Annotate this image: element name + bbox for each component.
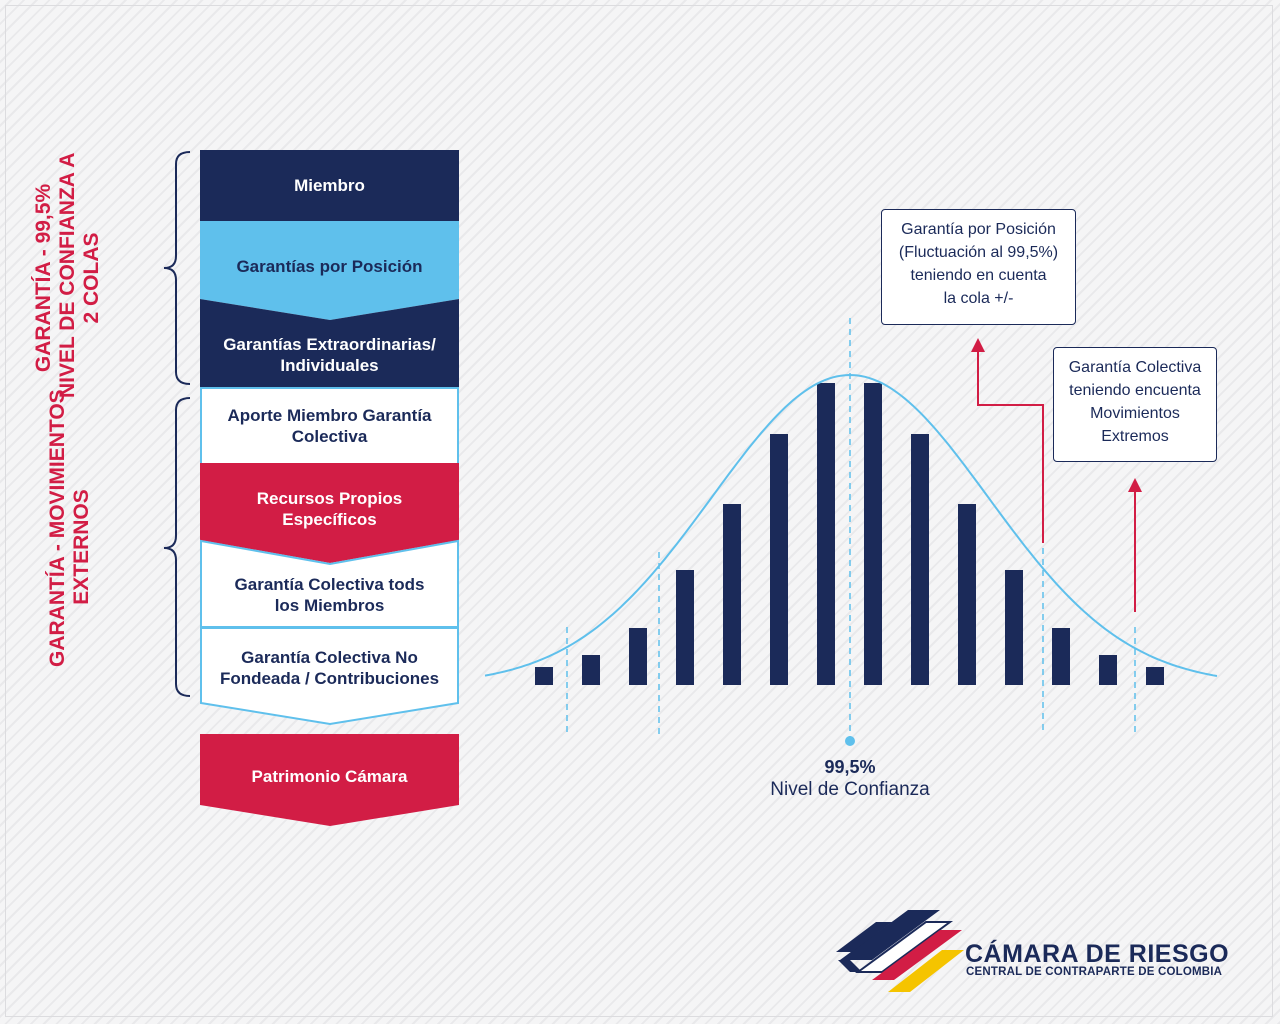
top-brace [163, 151, 191, 385]
confidence-dot [845, 736, 855, 746]
block-no-fondeada: Garantía Colectiva No Fondeada / Contrib… [200, 643, 459, 693]
arrow-posicion-head [971, 338, 985, 352]
block-patrimonio-bg [200, 734, 459, 826]
block-nofondeada-line2: Fondeada / Contribuciones [219, 669, 440, 688]
distribution-bar [676, 570, 694, 685]
block-garantias-posicion: Garantías por Posición [200, 240, 459, 292]
block-recursos-propios: Recursos Propios Específicos [200, 484, 459, 534]
arrow-posicion-line [977, 350, 1044, 543]
camara-logo-mark [836, 910, 964, 992]
callout-posicion-line2: (Fluctuación al 99,5%) [898, 244, 1059, 261]
callout-posicion-line4: la cola +/- [943, 290, 1014, 307]
logo-subtitle: CENTRAL DE CONTRAPARTE DE COLOMBIA [966, 966, 1223, 978]
distribution-bar [535, 667, 553, 685]
distribution-bar [770, 434, 788, 685]
distribution-bars [535, 383, 1164, 685]
block-patrimonio: Patrimonio Cámara [200, 750, 459, 802]
block-garantias-extraordinarias: Garantías Extraordinarias/ Individuales [200, 330, 459, 380]
arrow-colectiva-head [1128, 478, 1142, 492]
distribution-bar [582, 655, 600, 685]
block-nofondeada-line1: Garantía Colectiva No [241, 648, 418, 667]
callout-posicion-line1: Garantía por Posición [901, 221, 1056, 238]
block-todos-line1: Garantía Colectiva tods [234, 575, 425, 594]
block-posicion-bg [200, 221, 459, 320]
block-recursos-line1: Recursos Propios [256, 489, 403, 508]
callout-colectiva-line3: Movimientos [1090, 405, 1180, 422]
callout-colectiva-line4: Extremos [1101, 428, 1169, 445]
block-extra-bg [200, 299, 459, 387]
distribution-bar [1099, 655, 1117, 685]
distribution-bar [864, 383, 882, 685]
diagram-frame [5, 5, 1273, 1017]
logo-name: CÁMARA DE RIESGO [965, 940, 1230, 968]
block-miembro: Miembro [200, 150, 459, 221]
block-aporte-line1: Aporte Miembro Garantía [227, 406, 432, 425]
block-recursos-line2: Específicos [282, 510, 377, 529]
block-todos-bg [200, 539, 459, 628]
block-aporte-miembro: Aporte Miembro Garantía Colectiva [200, 400, 459, 452]
block-extra-line1: Garantías Extraordinarias/ [223, 335, 436, 354]
callout-garantia-colectiva: Garantía Colectiva teniendo encuenta Mov… [1053, 347, 1217, 462]
block-recursos-bg [200, 463, 459, 563]
block-todos-line2: los Miembros [274, 596, 385, 615]
block-miembro-label: Miembro [294, 176, 365, 195]
block-patrimonio-label: Patrimonio Cámara [251, 766, 408, 786]
callout-colectiva-line2: teniendo encuenta [1069, 382, 1201, 399]
block-colectiva-todos: Garantía Colectiva tods los Miembros [200, 570, 459, 620]
block-nofondeada-bg [200, 627, 459, 726]
bottom-brace [163, 397, 191, 697]
block-posicion-label: Garantías por Posición [236, 256, 423, 276]
distribution-bar [911, 434, 929, 685]
distribution-bar [629, 628, 647, 685]
distribution-bar [1005, 570, 1023, 685]
block-aporte-line2: Colectiva [291, 427, 368, 446]
confidence-label: Nivel de Confianza [770, 779, 930, 800]
distribution-bar [1052, 628, 1070, 685]
callout-colectiva-line1: Garantía Colectiva [1068, 359, 1202, 376]
block-miembro-bg [200, 150, 459, 221]
callout-posicion-line3: teniendo en cuenta [910, 267, 1047, 284]
callout-garantia-posicion: Garantía por Posición (Fluctuación al 99… [881, 209, 1076, 325]
confidence-value: 99,5% [824, 757, 876, 777]
normal-curve [484, 373, 1218, 677]
distribution-bar [1146, 667, 1164, 685]
distribution-bar [723, 504, 741, 685]
distribution-bar [817, 383, 835, 685]
block-extra-line2: Individuales [280, 356, 379, 375]
distribution-bar [958, 504, 976, 685]
